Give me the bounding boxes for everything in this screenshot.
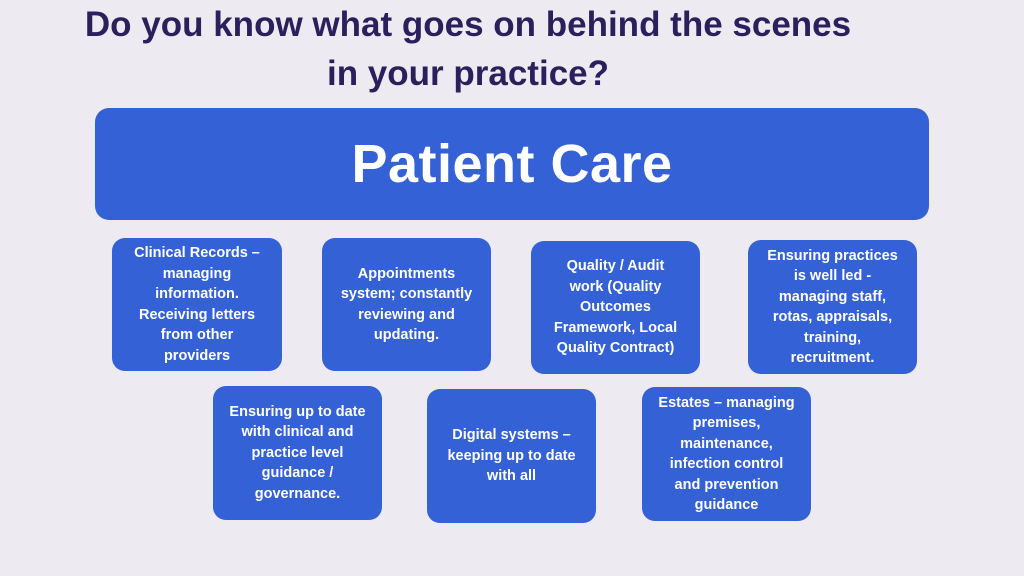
clinical-guidance-text: Ensuring up to date with clinical and pr…: [229, 403, 366, 502]
patient-care-label: Patient Care: [351, 134, 673, 194]
practice-leadership-text: Ensuring practices is well led - managin…: [767, 247, 898, 367]
digital-systems-box: Digital systems – keeping up to date wit…: [427, 389, 596, 523]
clinical-records-text: Clinical Records – managing information.…: [134, 245, 260, 364]
practice-leadership-box: Ensuring practices is well led - managin…: [748, 240, 917, 374]
title-line-2: in your practice?: [326, 54, 610, 93]
appointments-box: Appointments system; constantly reviewin…: [322, 238, 491, 371]
estates-text: Estates – managing premises, maintenance…: [658, 394, 795, 514]
page-title: Do you know what goes on behind the scen…: [0, 0, 936, 98]
digital-systems-text: Digital systems – keeping up to date wit…: [447, 427, 576, 485]
quality-audit-text: Quality / Audit work (Quality Outcomes F…: [553, 258, 678, 357]
estates-box: Estates – managing premises, maintenance…: [642, 387, 811, 521]
quality-audit-box: Quality / Audit work (Quality Outcomes F…: [531, 241, 700, 374]
clinical-records-box: Clinical Records – managing information.…: [112, 238, 282, 371]
title-line-1: Do you know what goes on behind the scen…: [84, 5, 852, 44]
appointments-text: Appointments system; constantly reviewin…: [340, 265, 473, 344]
patient-care-banner: Patient Care: [95, 108, 929, 220]
clinical-guidance-box: Ensuring up to date with clinical and pr…: [213, 386, 382, 520]
